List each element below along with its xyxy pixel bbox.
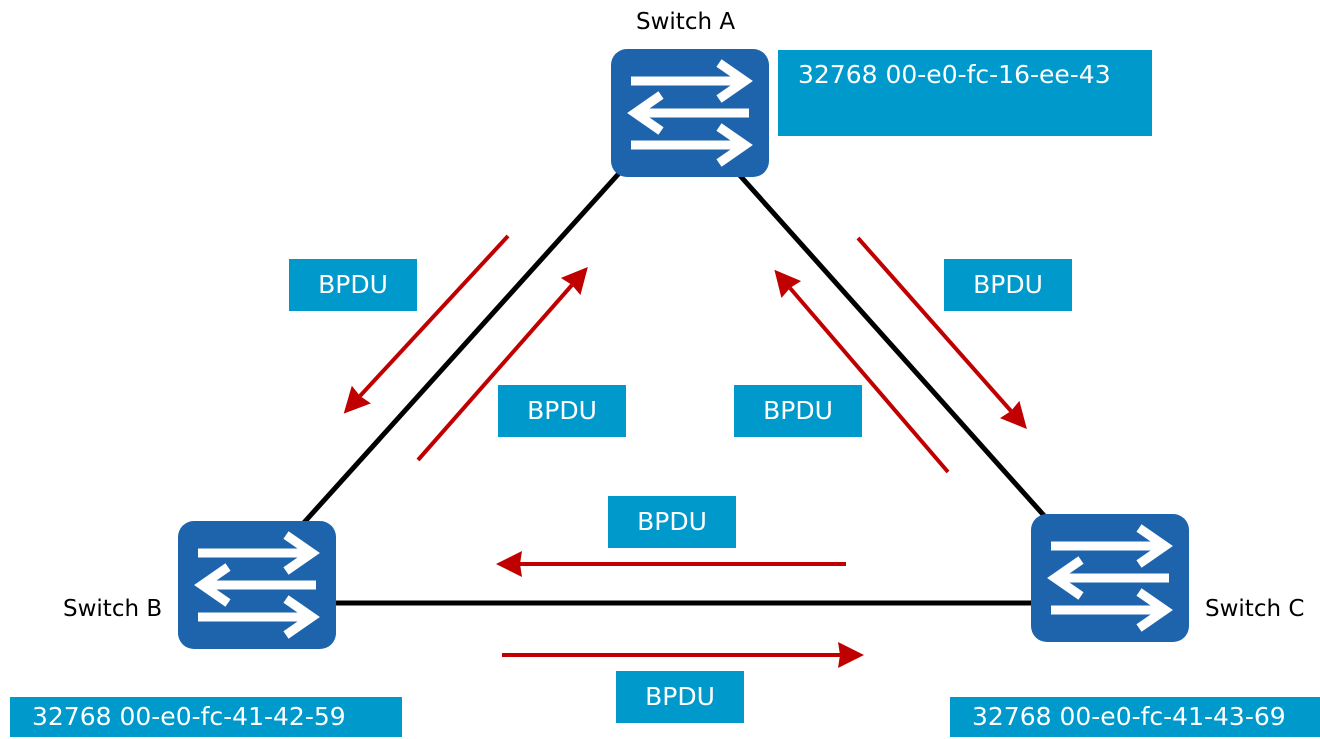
link-a-b	[298, 168, 624, 529]
bpdu-label-a-b-down: BPDU	[289, 259, 417, 311]
bpdu-label-c-b-left: BPDU	[608, 496, 736, 548]
bpdu-label-b-c-right: BPDU	[616, 671, 744, 723]
bpdu-arrow-a-to-c	[856, 236, 1027, 429]
switch-c-bridge-id: 32768 00-e0-fc-41-43-69	[950, 697, 1320, 737]
switch-b-bridge-id: 32768 00-e0-fc-41-42-59	[10, 697, 402, 737]
switch-b-icon	[178, 521, 336, 649]
switch-b-label: Switch B	[63, 596, 163, 622]
switch-a-label: Switch A	[636, 9, 736, 35]
bpdu-label-a-c-down: BPDU	[944, 259, 1072, 311]
bpdu-arrow-b-to-a	[416, 266, 588, 462]
switch-c-label: Switch C	[1205, 596, 1305, 622]
switch-a-icon	[611, 49, 769, 177]
bpdu-arrow-c-to-a	[774, 269, 950, 474]
switch-a-bridge-id: 32768 00-e0-fc-16-ee-43	[778, 50, 1152, 136]
link-a-c	[733, 168, 1050, 522]
switch-c-icon	[1031, 514, 1189, 642]
bpdu-arrow-a-to-b	[343, 234, 510, 414]
bpdu-label-c-a-up: BPDU	[734, 385, 862, 437]
bpdu-label-b-a-up: BPDU	[498, 385, 626, 437]
